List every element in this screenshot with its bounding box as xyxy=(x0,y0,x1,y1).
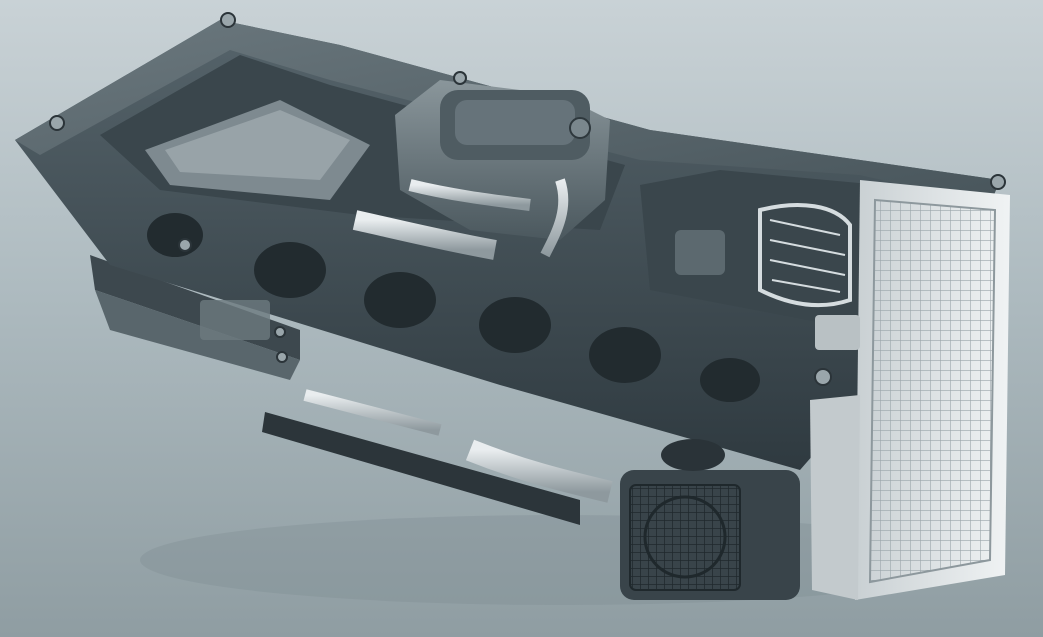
frame-hole xyxy=(589,327,661,383)
bracket xyxy=(815,315,860,350)
bracket xyxy=(200,300,270,340)
frame-hole xyxy=(700,358,760,402)
vent-grille xyxy=(661,439,725,471)
radiator-grille xyxy=(868,198,997,584)
frame-hole xyxy=(479,297,551,353)
exhaust-pipe xyxy=(465,439,613,503)
cooling-fan-guard xyxy=(758,203,852,308)
control-box xyxy=(675,230,725,275)
bolts xyxy=(49,12,1006,386)
intake-pipe xyxy=(352,210,497,260)
frame-hole xyxy=(364,272,436,328)
radiator-side xyxy=(810,395,860,600)
base-skid xyxy=(262,412,580,525)
lower-pipe xyxy=(303,389,442,436)
fan-guard-grille xyxy=(629,484,741,591)
oil-cap xyxy=(569,117,591,139)
frame-hole xyxy=(254,242,326,298)
frame-hole xyxy=(147,213,203,257)
